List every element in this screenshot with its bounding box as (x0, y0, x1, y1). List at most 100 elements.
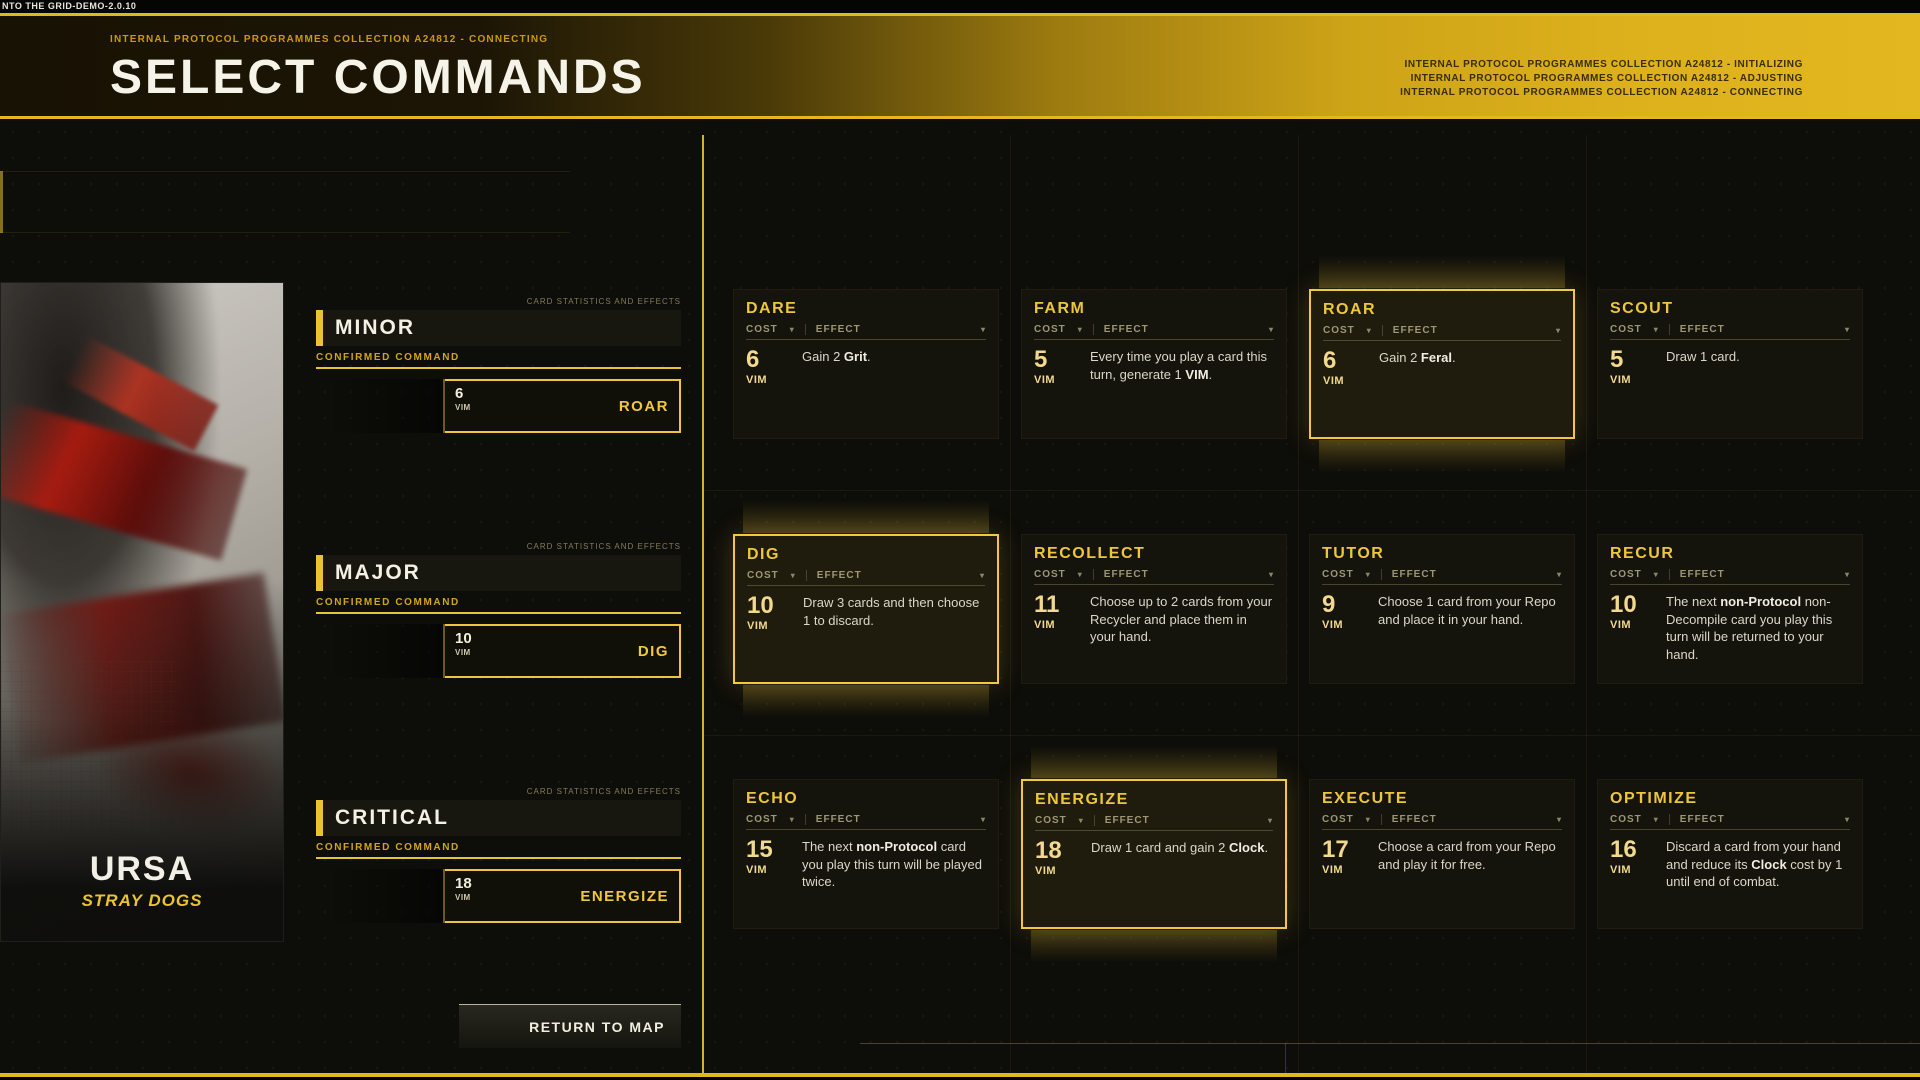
tier-label-bar: CRITICAL (316, 800, 681, 836)
effect-dropdown[interactable]: EFFECT▾ (1391, 814, 1562, 825)
main-content: URSA STRAY DOGS CARD STATISTICS AND EFFE… (0, 119, 1920, 1073)
cost-dropdown[interactable]: COST▾ (1323, 325, 1383, 336)
card-cost-unit: VIM (746, 374, 768, 386)
chevron-down-icon: ▾ (1366, 326, 1372, 335)
effect-dropdown[interactable]: EFFECT▾ (1679, 324, 1850, 335)
card-cost-unit: VIM (1610, 619, 1632, 631)
card-title: RECOLLECT (1034, 545, 1146, 562)
effect-dropdown[interactable]: EFFECT▾ (1679, 814, 1850, 825)
tier-label-bar: MAJOR (316, 555, 681, 591)
card-cost-value: 18 (1035, 837, 1062, 864)
bottom-accent-tick (1285, 1043, 1286, 1073)
card-effect-text: Gain 2 Grit. (802, 349, 871, 364)
cost-dropdown[interactable]: COST▾ (1034, 324, 1094, 335)
character-faction: STRAY DOGS (81, 891, 203, 910)
card-cost-unit: VIM (746, 864, 768, 876)
protocol-status-line: INTERNAL PROTOCOL PROGRAMMES COLLECTION … (1410, 73, 1803, 84)
tier-label: MINOR (335, 316, 415, 339)
confirmed-command-label: CONFIRMED COMMAND (316, 352, 460, 363)
chevron-down-icon: ▾ (1653, 325, 1659, 334)
panel-separator-line (702, 135, 704, 1073)
chevron-down-icon: ▾ (790, 571, 796, 580)
card-filter-row: COST▾ EFFECT▾ (1323, 325, 1561, 341)
cost-dropdown[interactable]: COST▾ (747, 570, 807, 581)
effect-dropdown[interactable]: EFFECT▾ (1679, 569, 1850, 580)
card-cost-value: 6 (1323, 347, 1337, 374)
card-effect-text: The next non-Protocol non-Decompile card… (1666, 594, 1833, 662)
card-effect-text: Draw 1 card and gain 2 Clock. (1091, 840, 1269, 855)
card-cost-unit: VIM (1034, 374, 1056, 386)
chevron-down-icon: ▾ (1556, 570, 1562, 579)
cost-dropdown[interactable]: COST▾ (1035, 815, 1095, 826)
cost-dropdown[interactable]: COST▾ (1610, 569, 1670, 580)
return-to-map-button[interactable]: RETURN TO MAP (459, 1004, 681, 1048)
chevron-down-icon: ▾ (1653, 815, 1659, 824)
chip-cost-unit: VIM (455, 892, 471, 902)
grid-row-line (702, 735, 1920, 736)
cost-dropdown[interactable]: COST▾ (746, 814, 806, 825)
card-title: SCOUT (1610, 300, 1674, 317)
effect-dropdown[interactable]: EFFECT▾ (815, 324, 986, 335)
cost-dropdown[interactable]: COST▾ (746, 324, 806, 335)
chevron-down-icon: ▾ (1365, 570, 1371, 579)
chevron-down-icon: ▾ (1268, 325, 1274, 334)
card-cost-value: 10 (1610, 591, 1637, 618)
effect-dropdown[interactable]: EFFECT▾ (1392, 325, 1561, 336)
cost-dropdown[interactable]: COST▾ (1610, 814, 1670, 825)
chip-cost-unit: VIM (455, 647, 471, 657)
card-cost-unit: VIM (1610, 864, 1632, 876)
card-filter-row: COST▾ EFFECT▾ (746, 324, 986, 340)
gold-rule-under-band (0, 116, 1920, 119)
game-version-text: NTO THE GRID-DEMO-2.0.10 (2, 1, 137, 11)
effect-dropdown[interactable]: EFFECT▾ (1391, 569, 1562, 580)
effect-dropdown[interactable]: EFFECT▾ (1104, 815, 1273, 826)
chip-cost-value: 6 (455, 385, 464, 402)
gold-rule-top (0, 13, 1920, 16)
effect-dropdown[interactable]: EFFECT▾ (1103, 569, 1274, 580)
grid-column-line (1586, 135, 1587, 1073)
card-filter-row: COST▾ EFFECT▾ (747, 570, 985, 586)
character-text-block: URSA STRAY DOGS (1, 850, 283, 911)
effect-dropdown[interactable]: EFFECT▾ (816, 570, 985, 581)
grid-column-line (1298, 135, 1299, 1073)
effect-dropdown[interactable]: EFFECT▾ (815, 814, 986, 825)
art-bottom-fade (1, 283, 283, 941)
bottom-accent-line (860, 1043, 1920, 1044)
card-effect-text: Gain 2 Feral. (1379, 350, 1456, 365)
card-title: DARE (746, 300, 798, 317)
chevron-down-icon: ▾ (1078, 816, 1084, 825)
cost-dropdown[interactable]: COST▾ (1610, 324, 1670, 335)
chip-command-name: ROAR (618, 397, 669, 415)
cost-dropdown[interactable]: COST▾ (1322, 569, 1382, 580)
effect-dropdown[interactable]: EFFECT▾ (1103, 324, 1274, 335)
gold-rule-bottom (0, 1073, 1920, 1077)
cost-dropdown[interactable]: COST▾ (1034, 569, 1094, 580)
chevron-down-icon: ▾ (1365, 815, 1371, 824)
chevron-down-icon: ▾ (1268, 570, 1274, 579)
confirmed-command-label: CONFIRMED COMMAND (316, 842, 460, 853)
cost-dropdown[interactable]: COST▾ (1322, 814, 1382, 825)
card-cost-value: 11 (1034, 591, 1060, 618)
